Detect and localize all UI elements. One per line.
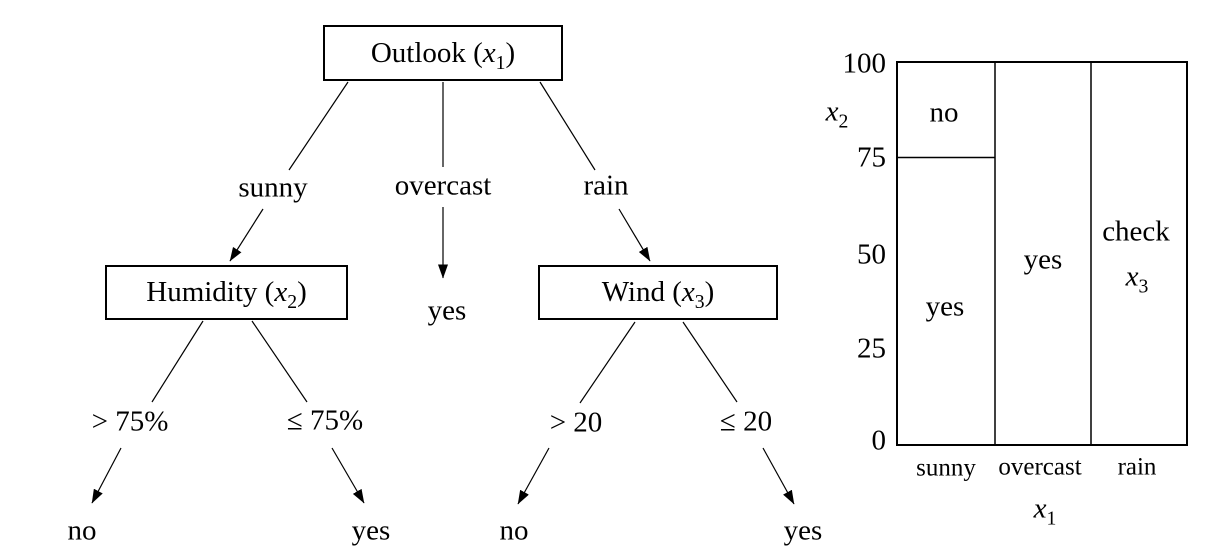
label-text: Humidity (: [146, 276, 275, 308]
leaf-no-humidity-high: no: [67, 514, 97, 547]
label-text: Outlook (: [370, 36, 483, 69]
tree-node-humidity: Humidity (x2): [105, 265, 348, 320]
y-tick-75: 75: [857, 141, 886, 174]
variable-subscript: 2: [838, 110, 849, 133]
tree-edges: [91, 81, 795, 505]
edge-label-humidity-low: ≤ 75%: [286, 404, 364, 437]
variable-symbol: x: [482, 36, 496, 69]
edge-arrow-line: [517, 447, 550, 505]
y-axis-label: x2: [825, 95, 849, 131]
label-text: ): [704, 276, 715, 308]
edge-label-overcast: overcast: [394, 169, 492, 202]
edge-arrow-line: [91, 447, 122, 504]
variable-symbol: x: [274, 276, 288, 308]
label-text: ): [505, 36, 516, 69]
edge-label-sunny: sunny: [238, 171, 308, 204]
y-tick-25: 25: [857, 332, 886, 365]
x-category-overcast: overcast: [998, 453, 1082, 481]
leaf-no-wind-high: no: [499, 514, 529, 547]
variable-symbol: x: [1033, 492, 1047, 525]
label-text: ): [297, 276, 307, 308]
variable-symbol: x: [681, 276, 695, 308]
leaf-yes-wind-low: yes: [783, 514, 823, 547]
edge-arrow-line: [762, 447, 795, 505]
region-label-yes-sunny: yes: [925, 290, 965, 323]
edge-arrow-line: [618, 208, 651, 262]
edge-line: [682, 321, 738, 403]
variable-subscript: 2: [287, 290, 298, 313]
region-label-no: no: [929, 96, 959, 129]
region-label-check-variable: x3: [1125, 260, 1149, 296]
edge-arrow-line: [229, 208, 264, 262]
variable-symbol: x: [1125, 260, 1139, 293]
y-tick-0: 0: [871, 424, 887, 457]
edge-label-humidity-high: > 75%: [91, 405, 169, 438]
node-label-wind: Wind (x3): [601, 276, 715, 312]
edge-line: [251, 320, 308, 403]
variable-subscript: 1: [1046, 507, 1057, 530]
edge-label-wind-low: ≤ 20: [719, 405, 773, 438]
x-axis-label: x1: [1033, 492, 1057, 528]
y-tick-50: 50: [857, 238, 886, 271]
leaf-yes-humidity-low: yes: [351, 514, 391, 547]
tree-node-wind: Wind (x3): [538, 265, 778, 320]
variable-subscript: 3: [694, 290, 705, 313]
variable-subscript: 1: [495, 51, 506, 74]
variable-symbol: x: [825, 95, 839, 128]
x-category-sunny: sunny: [916, 454, 976, 482]
region-label-check: check: [1102, 215, 1170, 248]
variable-subscript: 3: [1138, 275, 1149, 298]
label-text: Wind (: [601, 276, 682, 308]
y-tick-100: 100: [842, 47, 887, 80]
edge-label-wind-high: > 20: [549, 406, 603, 439]
edge-line: [539, 81, 596, 171]
chart-frame: [896, 61, 1188, 446]
edge-line: [151, 320, 204, 403]
tree-node-outlook: Outlook (x1): [323, 25, 563, 81]
chart-border: [896, 61, 1188, 446]
node-label-outlook: Outlook (x1): [370, 36, 516, 74]
edge-label-rain: rain: [583, 169, 629, 202]
edge-line: [288, 81, 349, 171]
edge-arrow-line: [331, 447, 365, 504]
edge-line: [579, 321, 636, 404]
x-category-rain: rain: [1117, 453, 1157, 481]
leaf-yes-overcast: yes: [427, 294, 467, 327]
region-label-yes-overcast: yes: [1023, 243, 1063, 276]
node-label-humidity: Humidity (x2): [146, 276, 307, 312]
